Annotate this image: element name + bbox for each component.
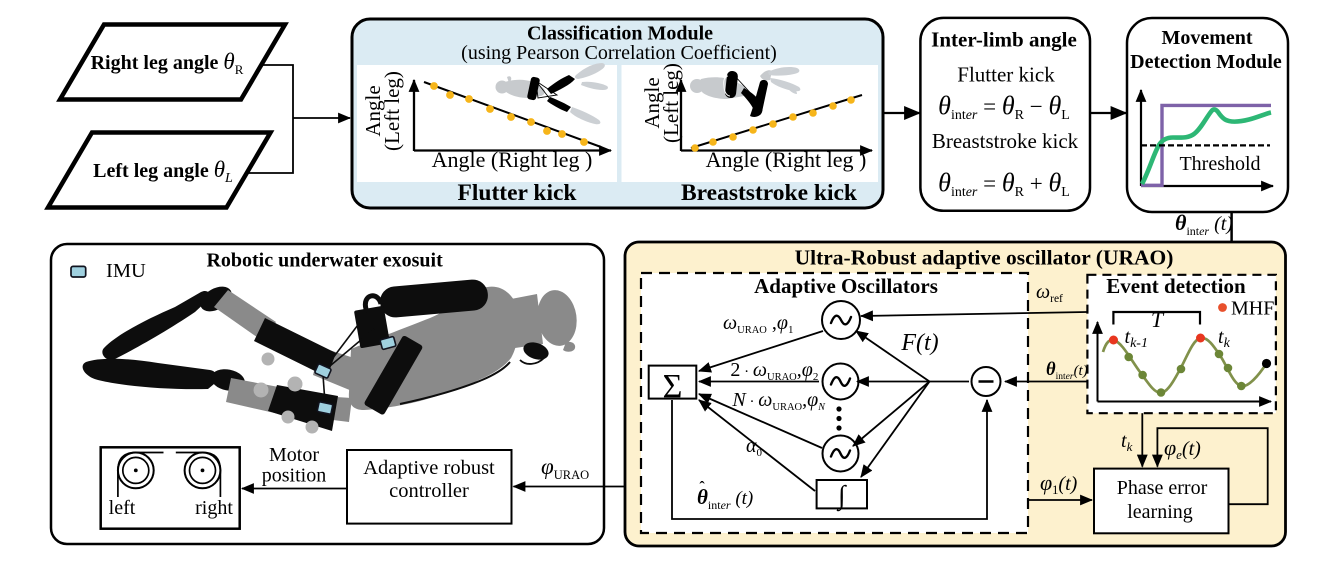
svg-text:(Left leg): (Left leg) [659, 63, 683, 143]
svg-text:θinter = θR − θL: θinter = θR − θL [938, 91, 1070, 123]
svg-text:Detection Module: Detection Module [1130, 51, 1282, 73]
svg-text:IMU: IMU [106, 260, 146, 282]
svg-text:controller: controller [389, 480, 469, 502]
svg-text:Left leg angle θL: Left leg angle θL [93, 157, 233, 186]
svg-text:Flutter kick: Flutter kick [457, 180, 577, 206]
svg-text:Inter-limb angle: Inter-limb angle [931, 28, 1077, 52]
svg-text:φURAO: φURAO [541, 454, 589, 482]
svg-text:Phase error: Phase error [1117, 477, 1208, 499]
svg-text:Threshold: Threshold [1179, 153, 1260, 175]
svg-text:Breaststroke kick: Breaststroke kick [681, 180, 858, 206]
svg-text:Motor: Motor [269, 444, 319, 466]
svg-text:learning: learning [1127, 501, 1193, 523]
svg-text:α0: α0 [746, 435, 763, 459]
svg-text:Adaptive Oscillators: Adaptive Oscillators [754, 274, 938, 298]
svg-text:Adaptive robust: Adaptive robust [363, 457, 495, 479]
svg-text:Right leg angle θR: Right leg angle θR [91, 49, 244, 77]
svg-text:F(t): F(t) [900, 330, 938, 356]
svg-text:N · ωURAO,φN: N · ωURAO,φN [731, 389, 826, 413]
svg-text:position: position [262, 464, 326, 486]
svg-text:ωref: ωref [1036, 281, 1063, 305]
svg-text:φ1(t): φ1(t) [1040, 470, 1078, 497]
svg-text:ωURAO ,φ1: ωURAO ,φ1 [723, 312, 793, 336]
svg-text:θinter (t): θinter (t) [1175, 210, 1233, 238]
svg-text:Breaststroke kick: Breaststroke kick [932, 129, 1079, 153]
svg-text:θinter (t): θinter (t) [697, 485, 753, 512]
svg-text:φe(t): φe(t) [1164, 435, 1201, 462]
svg-text:(using Pearson Correlation Coe: (using Pearson Correlation Coefficient) [461, 42, 777, 64]
svg-text:Angle: Angle [640, 77, 664, 128]
svg-text:Angle (Right leg ): Angle (Right leg ) [706, 147, 867, 172]
svg-text:right: right [195, 497, 233, 519]
svg-text:Event detection: Event detection [1106, 274, 1246, 298]
svg-text:Σ: Σ [663, 368, 683, 405]
svg-text:T: T [1151, 307, 1165, 332]
svg-text:θinter = θR + θL: θinter = θR + θL [938, 168, 1070, 200]
svg-text:Robotic underwater exosuit: Robotic underwater exosuit [206, 250, 443, 272]
svg-text:θinter(t): θinter(t) [1046, 360, 1088, 382]
svg-text:tk: tk [1121, 430, 1133, 454]
svg-text:Flutter kick: Flutter kick [957, 63, 1055, 87]
svg-text:Movement: Movement [1161, 27, 1252, 49]
svg-text:ˆ: ˆ [699, 479, 705, 496]
svg-text:Angle (Right leg ): Angle (Right leg ) [432, 147, 593, 172]
svg-text:∫: ∫ [836, 480, 847, 512]
svg-text:Angle: Angle [361, 85, 385, 136]
svg-text:(Left leg): (Left leg) [380, 71, 404, 151]
svg-text:Ultra-Robust adaptive oscillat: Ultra-Robust adaptive oscillator (URAO) [795, 246, 1174, 270]
svg-text:2 · ωURAO,φ2: 2 · ωURAO,φ2 [730, 359, 818, 383]
svg-text:MHF: MHF [1231, 298, 1274, 320]
svg-text:left: left [109, 497, 136, 519]
svg-text:Classification Module: Classification Module [527, 23, 713, 45]
